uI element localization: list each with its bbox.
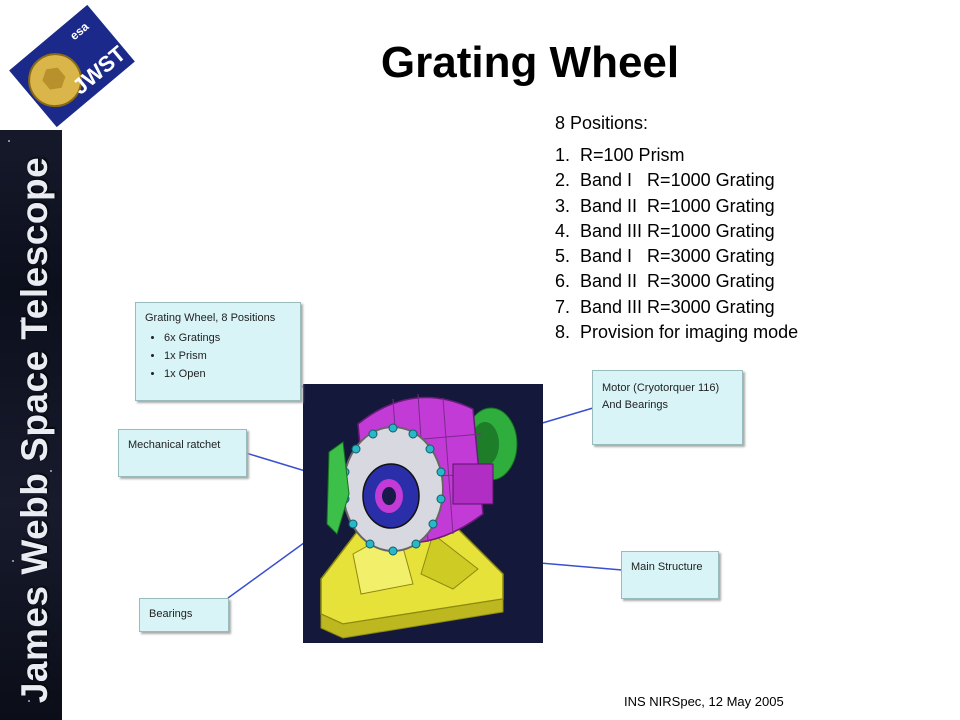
callout-grating-wheel-list: 6x Gratings 1x Prism 1x Open bbox=[164, 329, 220, 383]
callout-main-structure-label: Main Structure bbox=[631, 561, 703, 573]
page-title: Grating Wheel bbox=[380, 38, 680, 87]
position-item: 3. Band II R=1000 Grating bbox=[555, 195, 775, 216]
callout-mechanical-ratchet: Mechanical ratchet bbox=[118, 429, 247, 477]
callout-motor-label: Motor (Cryotorquer 116) And Bearings bbox=[602, 382, 720, 411]
callout-grating-wheel-title: Grating Wheel, 8 Positions bbox=[145, 312, 276, 324]
position-item: 5. Band I R=3000 Grating bbox=[555, 246, 775, 267]
callout-grating-wheel: Grating Wheel, 8 Positions 6x Gratings 1… bbox=[135, 302, 301, 401]
footer-note: INS NIRSpec, 12 May 2005 bbox=[624, 694, 784, 709]
position-item: 4. Band III R=1000 Grating bbox=[555, 220, 775, 241]
position-item: 7. Band III R=3000 Grating bbox=[555, 296, 775, 317]
position-item: 6. Band II R=3000 Grating bbox=[555, 271, 775, 292]
callout-bullet: 1x Prism bbox=[164, 347, 220, 365]
position-item: 2. Band I R=1000 Grating bbox=[555, 170, 775, 191]
callout-bearings-label: Bearings bbox=[149, 608, 193, 620]
position-item: 1. R=100 Prism bbox=[555, 145, 685, 165]
position-item: 8. Provision for imaging mode bbox=[555, 322, 799, 343]
callout-bearings: Bearings bbox=[139, 598, 229, 632]
callout-bullet: 1x Open bbox=[164, 365, 220, 383]
jwst-logo: JWST esa bbox=[0, 0, 140, 130]
callout-motor: Motor (Cryotorquer 116) And Bearings bbox=[592, 370, 743, 445]
positions-list: 1. R=100 Prism 2. Band I R=1000 Grating … bbox=[555, 143, 798, 345]
callout-bullet: 6x Gratings bbox=[164, 329, 220, 347]
grating-wheel-render bbox=[303, 384, 543, 643]
positions-heading: 8 Positions: bbox=[555, 113, 649, 133]
callout-main-structure: Main Structure bbox=[621, 551, 719, 599]
callout-mechanical-ratchet-label: Mechanical ratchet bbox=[128, 439, 221, 451]
